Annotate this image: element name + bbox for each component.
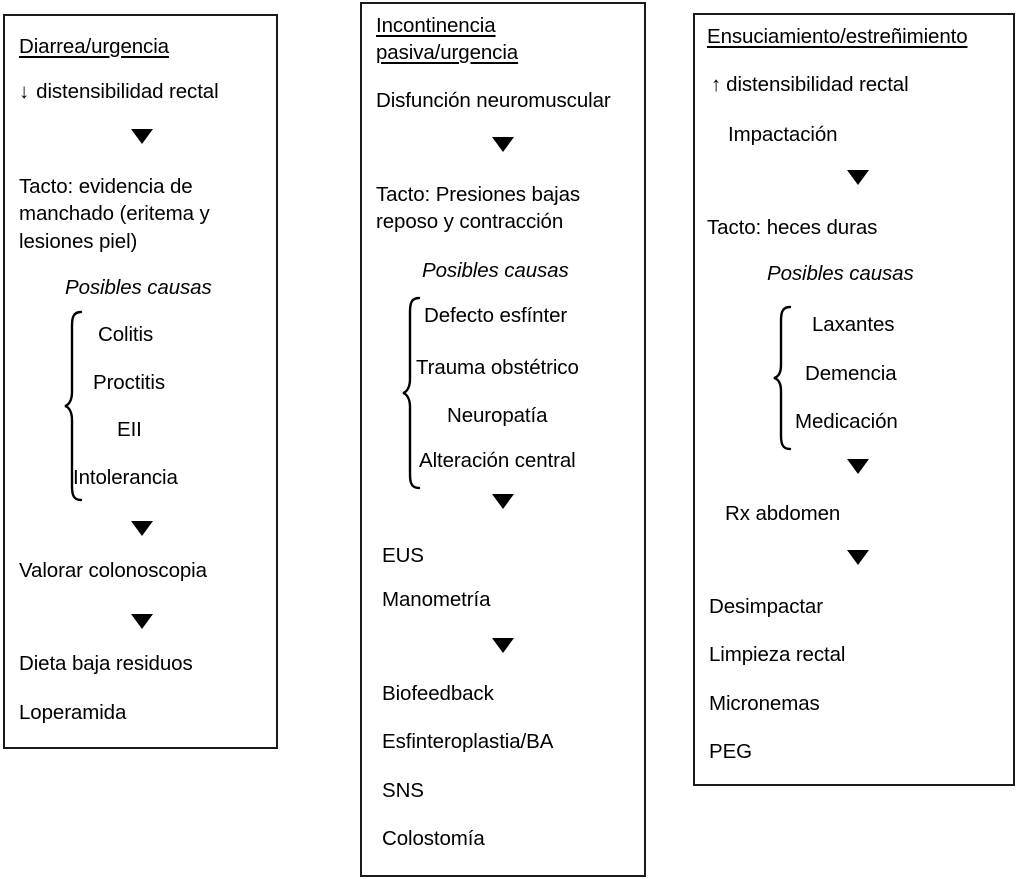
treatment-item: Biofeedback — [382, 682, 494, 705]
causes-heading: Posibles causas — [767, 262, 914, 285]
finding-label: Disfunción neuromuscular — [376, 89, 611, 112]
flow-arrow-down-icon — [492, 494, 514, 509]
finding-row: ↓ distensibilidad rectal — [19, 78, 219, 105]
treatment-item: SNS — [382, 779, 424, 802]
treatment-item: Limpieza rectal — [709, 643, 846, 666]
flow-arrow-down-icon — [131, 129, 153, 144]
treatment-item: Desimpactar — [709, 595, 823, 618]
flow-arrow-down-icon — [492, 638, 514, 653]
step-item: Valorar colonoscopia — [19, 559, 207, 582]
finding-row: ↑distensibilidad rectal — [711, 71, 909, 98]
exam-finding: Tacto: evidencia de manchado (eritema y … — [19, 175, 210, 253]
column-title: Ensuciamiento/estreñimiento — [707, 25, 968, 48]
cause-item: Defecto esfínter — [424, 304, 568, 327]
causes-heading: Posibles causas — [65, 276, 212, 299]
treatment-item: Micronemas — [709, 692, 820, 715]
test-item: EUS — [382, 544, 424, 567]
flowchart-column-ensuciamiento: Ensuciamiento/estreñimiento ↑distensibil… — [693, 13, 1015, 786]
finding-label: distensibilidad rectal — [726, 73, 909, 96]
flowchart-column-incontinencia: Incontinencia pasiva/urgencia Disfunción… — [360, 2, 646, 877]
cause-item: Laxantes — [812, 313, 895, 336]
causes-brace-icon — [63, 310, 85, 502]
cause-item: Neuropatía — [447, 404, 548, 427]
causes-brace-icon — [772, 305, 794, 453]
cause-item: Demencia — [805, 362, 897, 385]
flow-arrow-down-icon — [847, 170, 869, 185]
treatment-item: Esfinteroplastia/BA — [382, 730, 554, 753]
exam-finding: Tacto: Presiones bajas reposo y contracc… — [376, 183, 581, 234]
flow-arrow-down-icon — [492, 137, 514, 152]
cause-item: Proctitis — [93, 371, 166, 394]
cause-item: EII — [117, 418, 142, 441]
treatment-item: PEG — [709, 740, 752, 763]
treatment-item: Colostomía — [382, 827, 485, 850]
flow-arrow-down-icon — [847, 459, 869, 474]
column-title: Diarrea/urgencia — [19, 35, 169, 58]
finding-label: distensibilidad rectal — [36, 80, 219, 103]
flow-arrow-down-icon — [131, 614, 153, 629]
up-arrow-icon: ↑ — [711, 73, 722, 96]
causes-heading: Posibles causas — [422, 259, 569, 282]
causes-brace-icon — [401, 296, 423, 490]
exam-finding: Tacto: heces duras — [707, 216, 878, 239]
finding-secondary: Impactación — [728, 123, 838, 146]
down-arrow-icon: ↓ — [19, 80, 30, 103]
treatment-item: Dieta baja residuos — [19, 652, 193, 675]
test-item: Manometría — [382, 588, 491, 611]
cause-item: Intolerancia — [73, 466, 178, 489]
column-title: Incontinencia pasiva/urgencia — [376, 14, 519, 65]
flow-arrow-down-icon — [847, 550, 869, 565]
treatment-item: Loperamida — [19, 701, 127, 724]
flow-arrow-down-icon — [131, 521, 153, 536]
test-item: Rx abdomen — [725, 502, 841, 525]
cause-item: Alteración central — [419, 449, 576, 472]
flowchart-column-diarrea: Diarrea/urgencia ↓ distensibilidad rectal… — [3, 14, 278, 749]
cause-item: Colitis — [98, 323, 154, 346]
cause-item: Trauma obstétrico — [416, 356, 579, 379]
cause-item: Medicación — [795, 410, 898, 433]
